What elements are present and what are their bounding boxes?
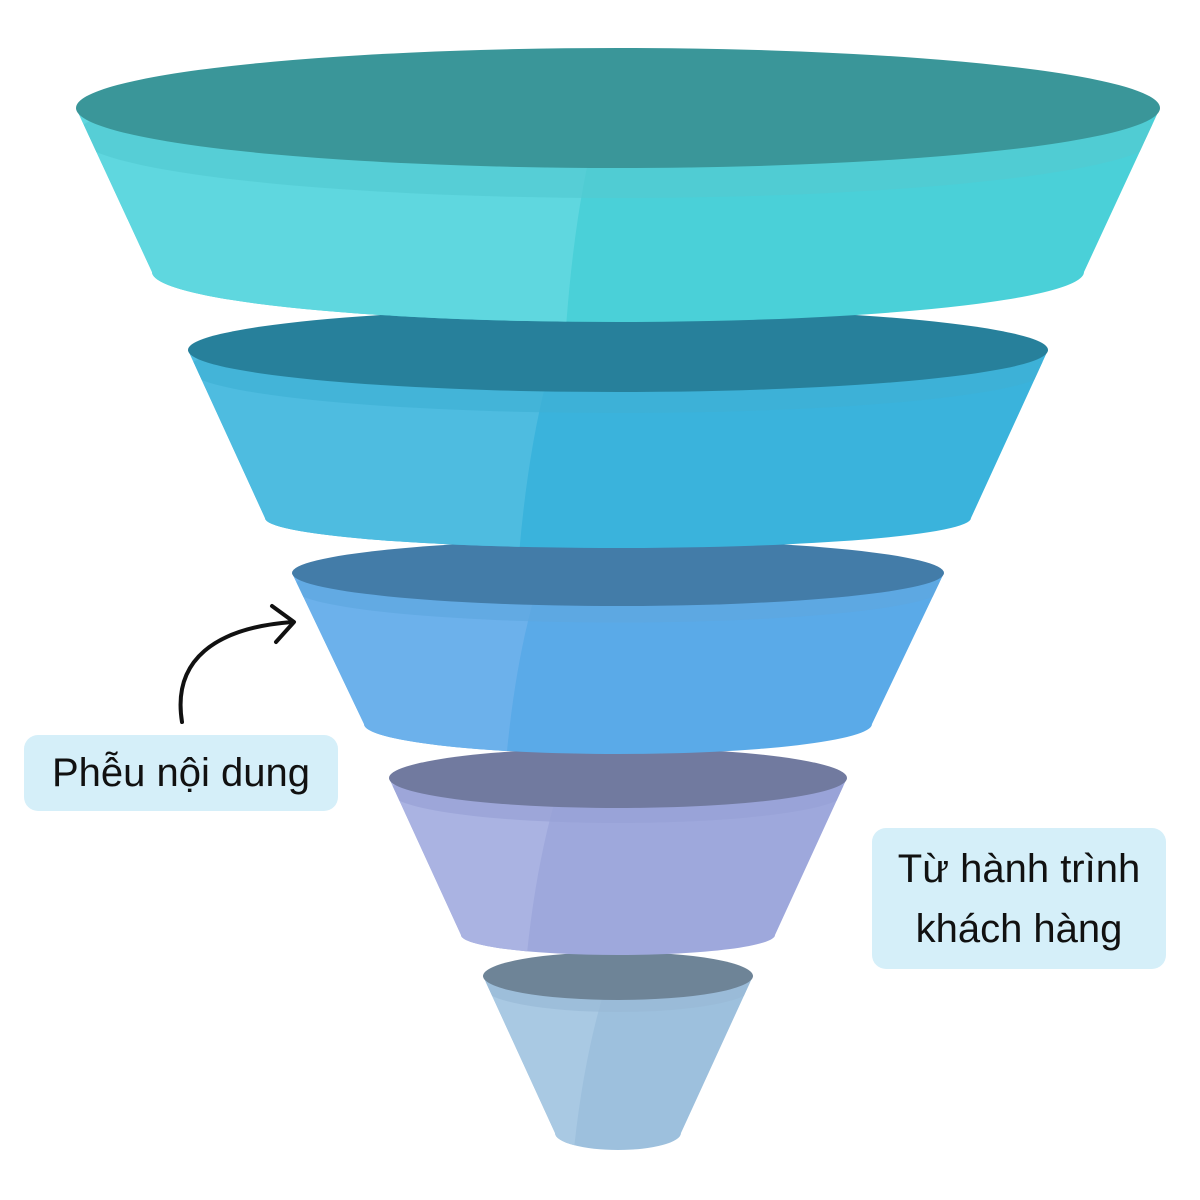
customer-journey-text-line1: Từ hành trình bbox=[897, 846, 1141, 891]
layer-1-top bbox=[76, 48, 1160, 168]
layer-2-top bbox=[188, 308, 1048, 392]
layer-2 bbox=[188, 308, 1048, 548]
customer-journey-text-line2: khách hàng bbox=[915, 906, 1123, 951]
layer-3-top bbox=[292, 540, 944, 606]
layer-4 bbox=[389, 748, 847, 955]
layer-5 bbox=[483, 952, 753, 1150]
arrow-curve bbox=[178, 620, 294, 724]
arrow-head-icon bbox=[270, 604, 296, 644]
layer-4-top bbox=[389, 748, 847, 808]
customer-journey-label: Từ hành trình khách hàng bbox=[872, 828, 1166, 969]
layer-1 bbox=[76, 48, 1160, 322]
layer-5-top bbox=[483, 952, 753, 1000]
content-funnel-text: Phễu nội dung bbox=[51, 751, 310, 795]
content-funnel-label: Phễu nội dung bbox=[24, 735, 338, 811]
layer-3 bbox=[292, 540, 944, 754]
